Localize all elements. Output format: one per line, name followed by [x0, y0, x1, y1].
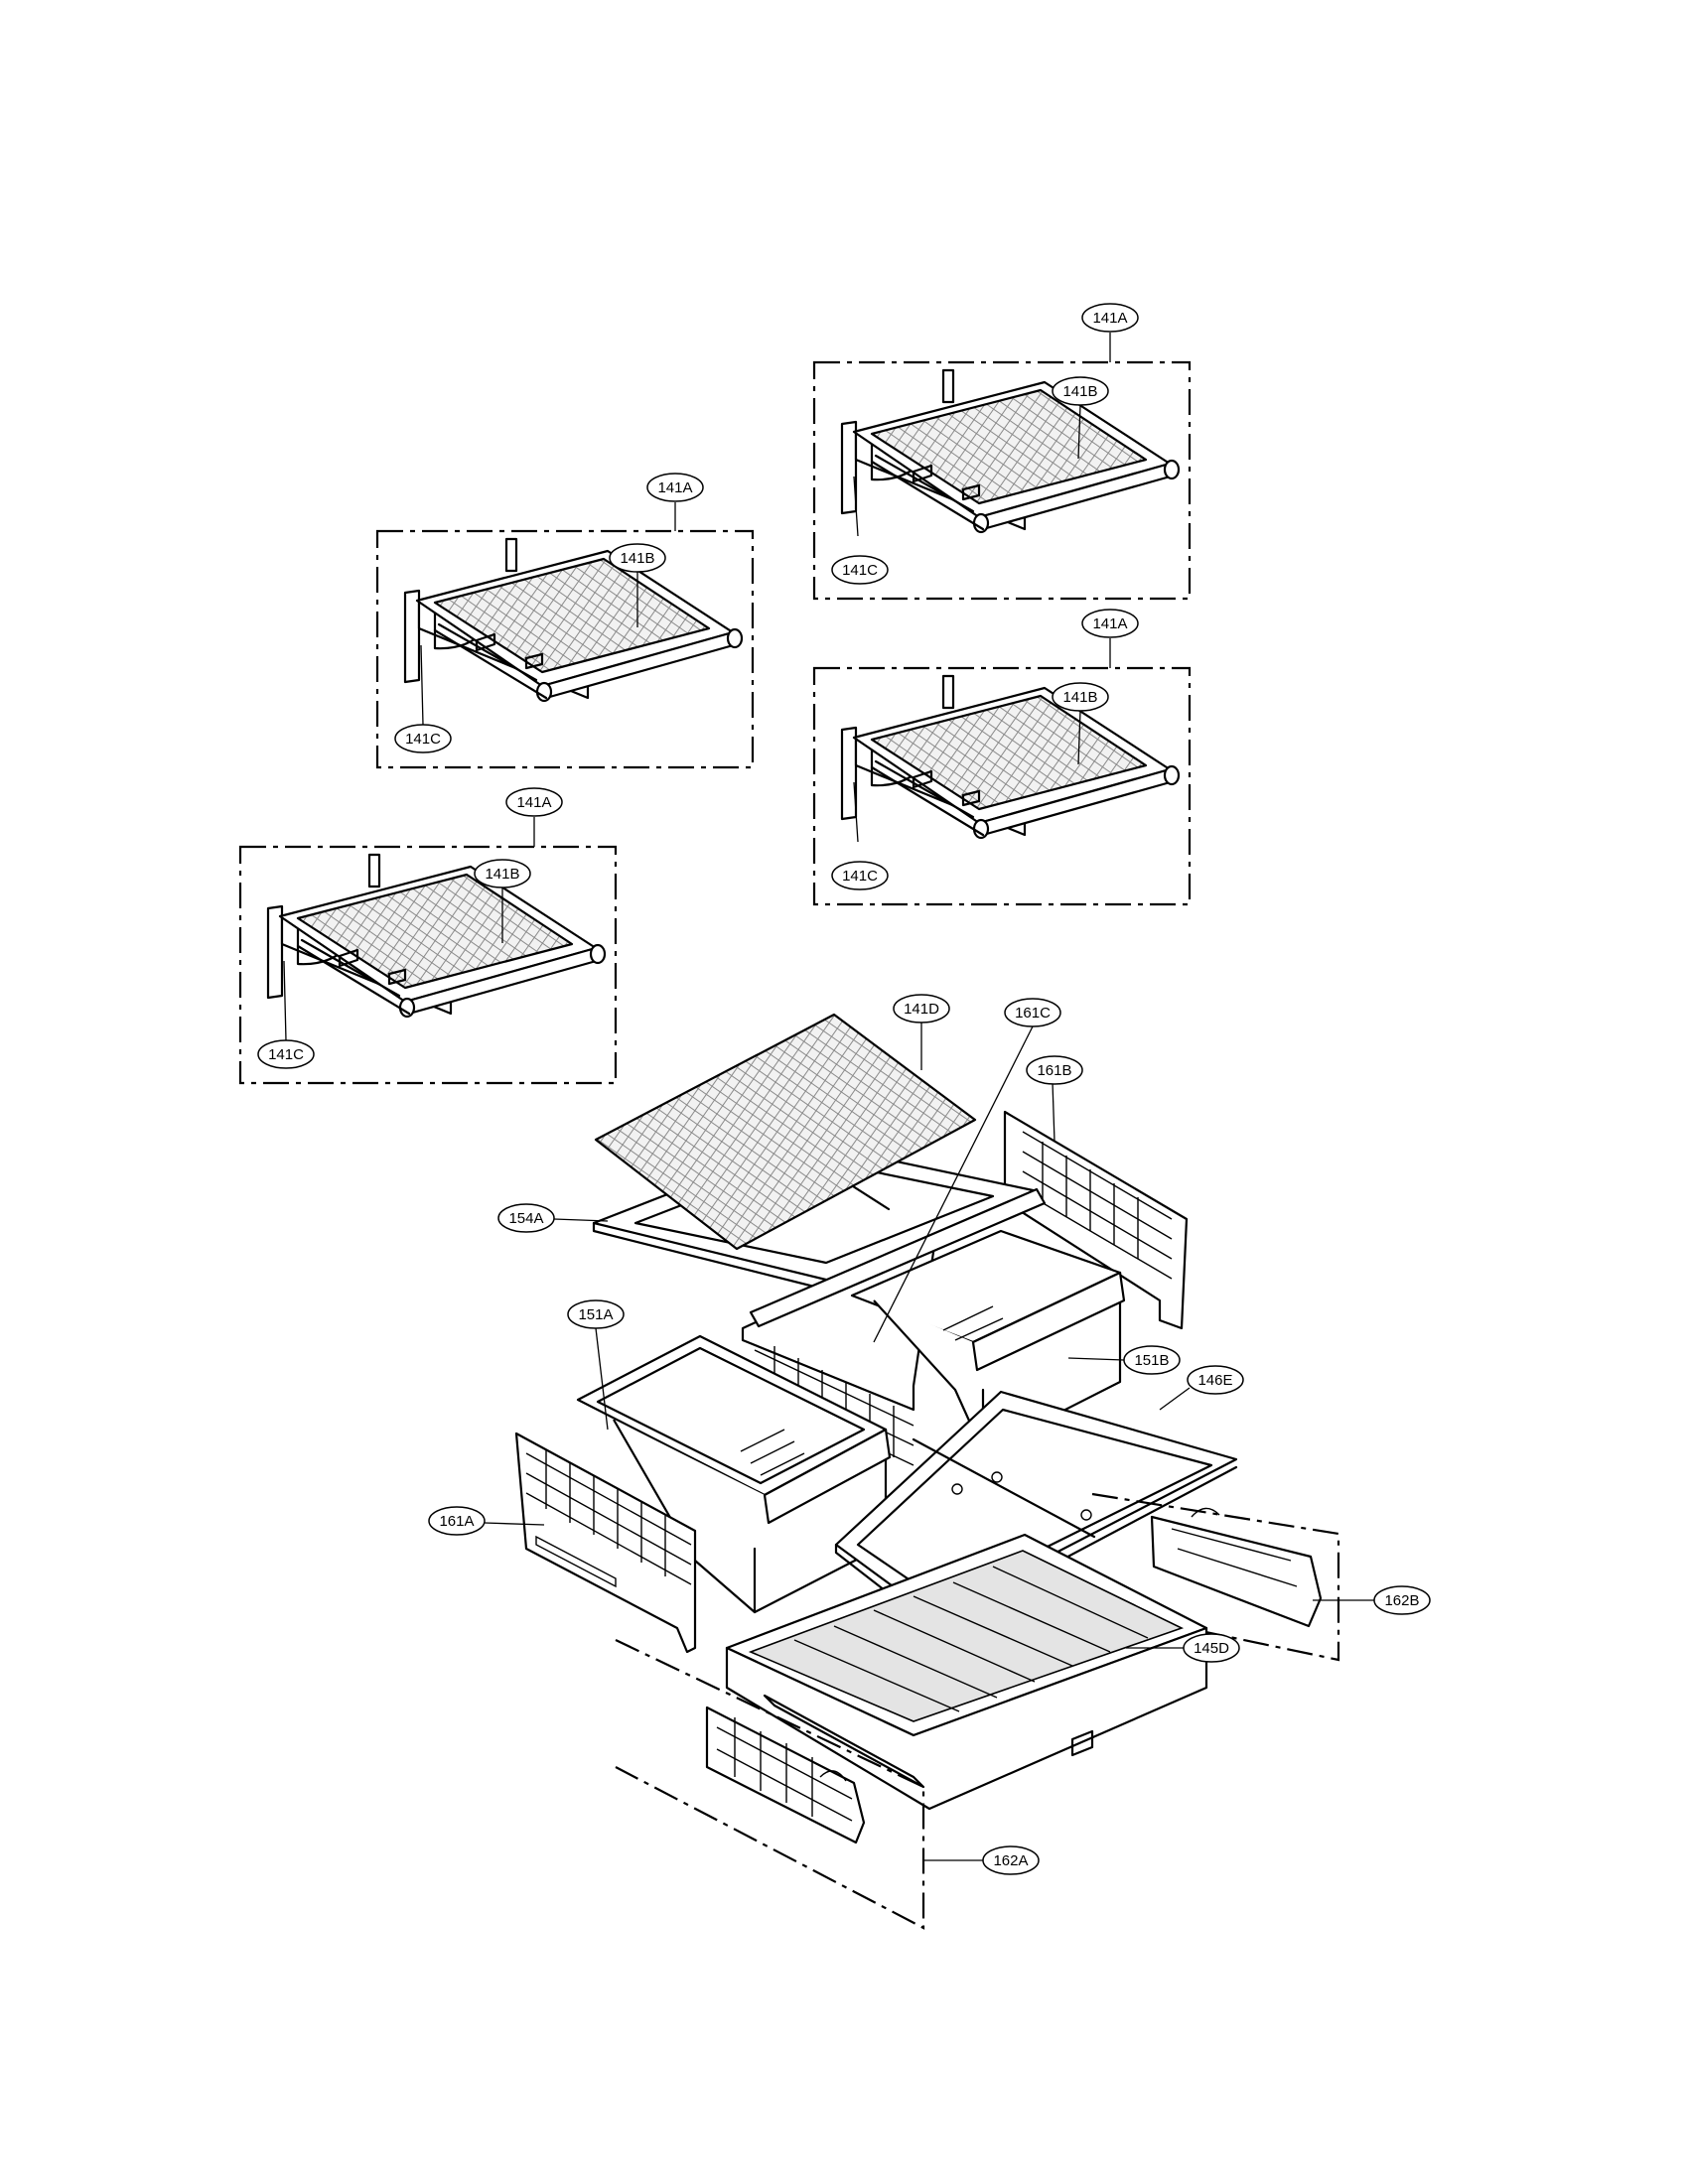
svg-text:141A: 141A — [1092, 615, 1127, 632]
callout-162a: 162A — [982, 1845, 1040, 1875]
callout-141c: 141C — [257, 1039, 315, 1069]
svg-text:161B: 161B — [1037, 1062, 1071, 1079]
svg-text:141A: 141A — [516, 794, 551, 811]
callout-141b: 141B — [1052, 682, 1109, 712]
assembly-boundary — [812, 666, 1192, 906]
svg-text:161C: 161C — [1015, 1005, 1051, 1022]
svg-text:141C: 141C — [268, 1046, 304, 1063]
callout-141a: 141A — [1081, 609, 1139, 638]
callout-141c: 141C — [831, 555, 889, 585]
guide-left-162a — [615, 1639, 925, 1930]
shelf-assembly-3: 141A 141B 141C — [812, 609, 1192, 906]
cover-glass-141d — [594, 1013, 977, 1251]
crisper-left-151a — [576, 1334, 892, 1614]
callout-141c: 141C — [394, 724, 452, 753]
svg-text:161A: 161A — [439, 1513, 474, 1530]
callout-161c: 161C — [1004, 998, 1061, 1027]
rail-left-161a — [514, 1432, 697, 1654]
svg-text:141C: 141C — [842, 868, 878, 885]
svg-text:141B: 141B — [1062, 383, 1097, 400]
svg-text:141B: 141B — [620, 550, 654, 567]
callout-145d: 145D — [1183, 1633, 1240, 1663]
svg-text:151B: 151B — [1134, 1352, 1169, 1369]
svg-text:141C: 141C — [405, 731, 441, 748]
callout-141a: 141A — [1081, 303, 1139, 333]
svg-text:141B: 141B — [1062, 689, 1097, 706]
shelf-assembly-4: 141A 141B 141C — [238, 787, 618, 1085]
svg-text:146E: 146E — [1197, 1372, 1232, 1389]
svg-text:162A: 162A — [993, 1852, 1028, 1869]
callout-151a: 151A — [567, 1299, 625, 1329]
callout-141c: 141C — [831, 861, 889, 890]
callout-141a: 141A — [646, 473, 704, 502]
assembly-boundary — [238, 845, 618, 1085]
svg-text:141A: 141A — [1092, 310, 1127, 327]
pan-drawer-145d — [725, 1533, 1208, 1811]
shelf-assembly-1: 141A 141B 141C — [812, 303, 1192, 601]
svg-text:141D: 141D — [904, 1001, 939, 1018]
callout-141a: 141A — [505, 787, 563, 817]
callout-146e: 146E — [1187, 1365, 1244, 1395]
callout-161b: 161B — [1026, 1055, 1083, 1085]
svg-text:141A: 141A — [657, 479, 692, 496]
svg-text:162B: 162B — [1384, 1592, 1419, 1609]
svg-text:145D: 145D — [1194, 1640, 1229, 1657]
callout-141b: 141B — [1052, 376, 1109, 406]
callout-154a: 154A — [497, 1203, 555, 1233]
assembly-boundary — [812, 360, 1192, 601]
callout-141b: 141B — [609, 543, 666, 573]
svg-text:141B: 141B — [485, 866, 519, 883]
assembly-boundary — [375, 529, 755, 769]
svg-text:151A: 151A — [578, 1306, 613, 1323]
svg-text:141C: 141C — [842, 562, 878, 579]
shelf-assembly-2: 141A 141B 141C — [375, 473, 755, 769]
callout-161a: 161A — [428, 1506, 486, 1536]
callout-151b: 151B — [1123, 1345, 1181, 1375]
callout-162b: 162B — [1373, 1585, 1431, 1615]
callout-141d: 141D — [893, 994, 950, 1024]
svg-text:154A: 154A — [508, 1210, 543, 1227]
callout-141b: 141B — [474, 859, 531, 888]
